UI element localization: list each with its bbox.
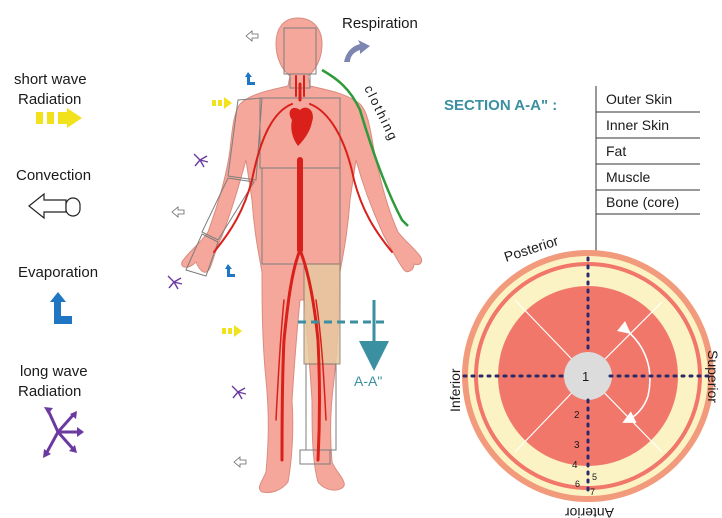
- layer-label: Outer Skin: [606, 91, 672, 107]
- point-label: 6: [575, 479, 580, 489]
- point-label: 2: [574, 410, 580, 421]
- respiration-label: Respiration: [342, 15, 418, 32]
- inferior-label: Inferior: [447, 368, 463, 412]
- layer-label: Muscle: [606, 169, 651, 185]
- shortwave-label-line1: short wave: [14, 71, 87, 88]
- point-label: 4: [572, 460, 578, 471]
- section-title: SECTION A-A" :: [444, 97, 557, 114]
- section-arrow-label: A-A": [354, 373, 382, 389]
- layer-label: Fat: [606, 143, 626, 159]
- section-panel: SECTION A-A" : Outer Skin Inner Skin Fat…: [444, 86, 721, 518]
- longwave-label-line2: Radiation: [18, 383, 81, 400]
- point-label: 3: [574, 440, 580, 451]
- human-body: Respiration clothing A-A": [168, 15, 422, 493]
- anterior-label: Anterior: [565, 505, 614, 518]
- longwave-label-line1: long wave: [20, 363, 88, 380]
- point-label: 7: [590, 487, 595, 497]
- longwave-icon: [43, 407, 84, 458]
- center-label: 1: [582, 369, 589, 384]
- layer-label: Bone (core): [606, 194, 679, 210]
- shortwave-icon: [36, 108, 82, 128]
- point-label: 5: [592, 472, 597, 482]
- layer-label: Inner Skin: [606, 117, 669, 133]
- legend: short wave Radiation Convection Evaporat…: [14, 71, 98, 458]
- evaporation-label: Evaporation: [18, 264, 98, 281]
- convection-icon: [29, 194, 80, 218]
- shortwave-label-line2: Radiation: [18, 91, 81, 108]
- respiration-arrow-icon: [344, 40, 370, 62]
- convection-label: Convection: [16, 167, 91, 184]
- superior-label: Superior: [705, 350, 721, 403]
- evaporation-icon: [50, 292, 72, 324]
